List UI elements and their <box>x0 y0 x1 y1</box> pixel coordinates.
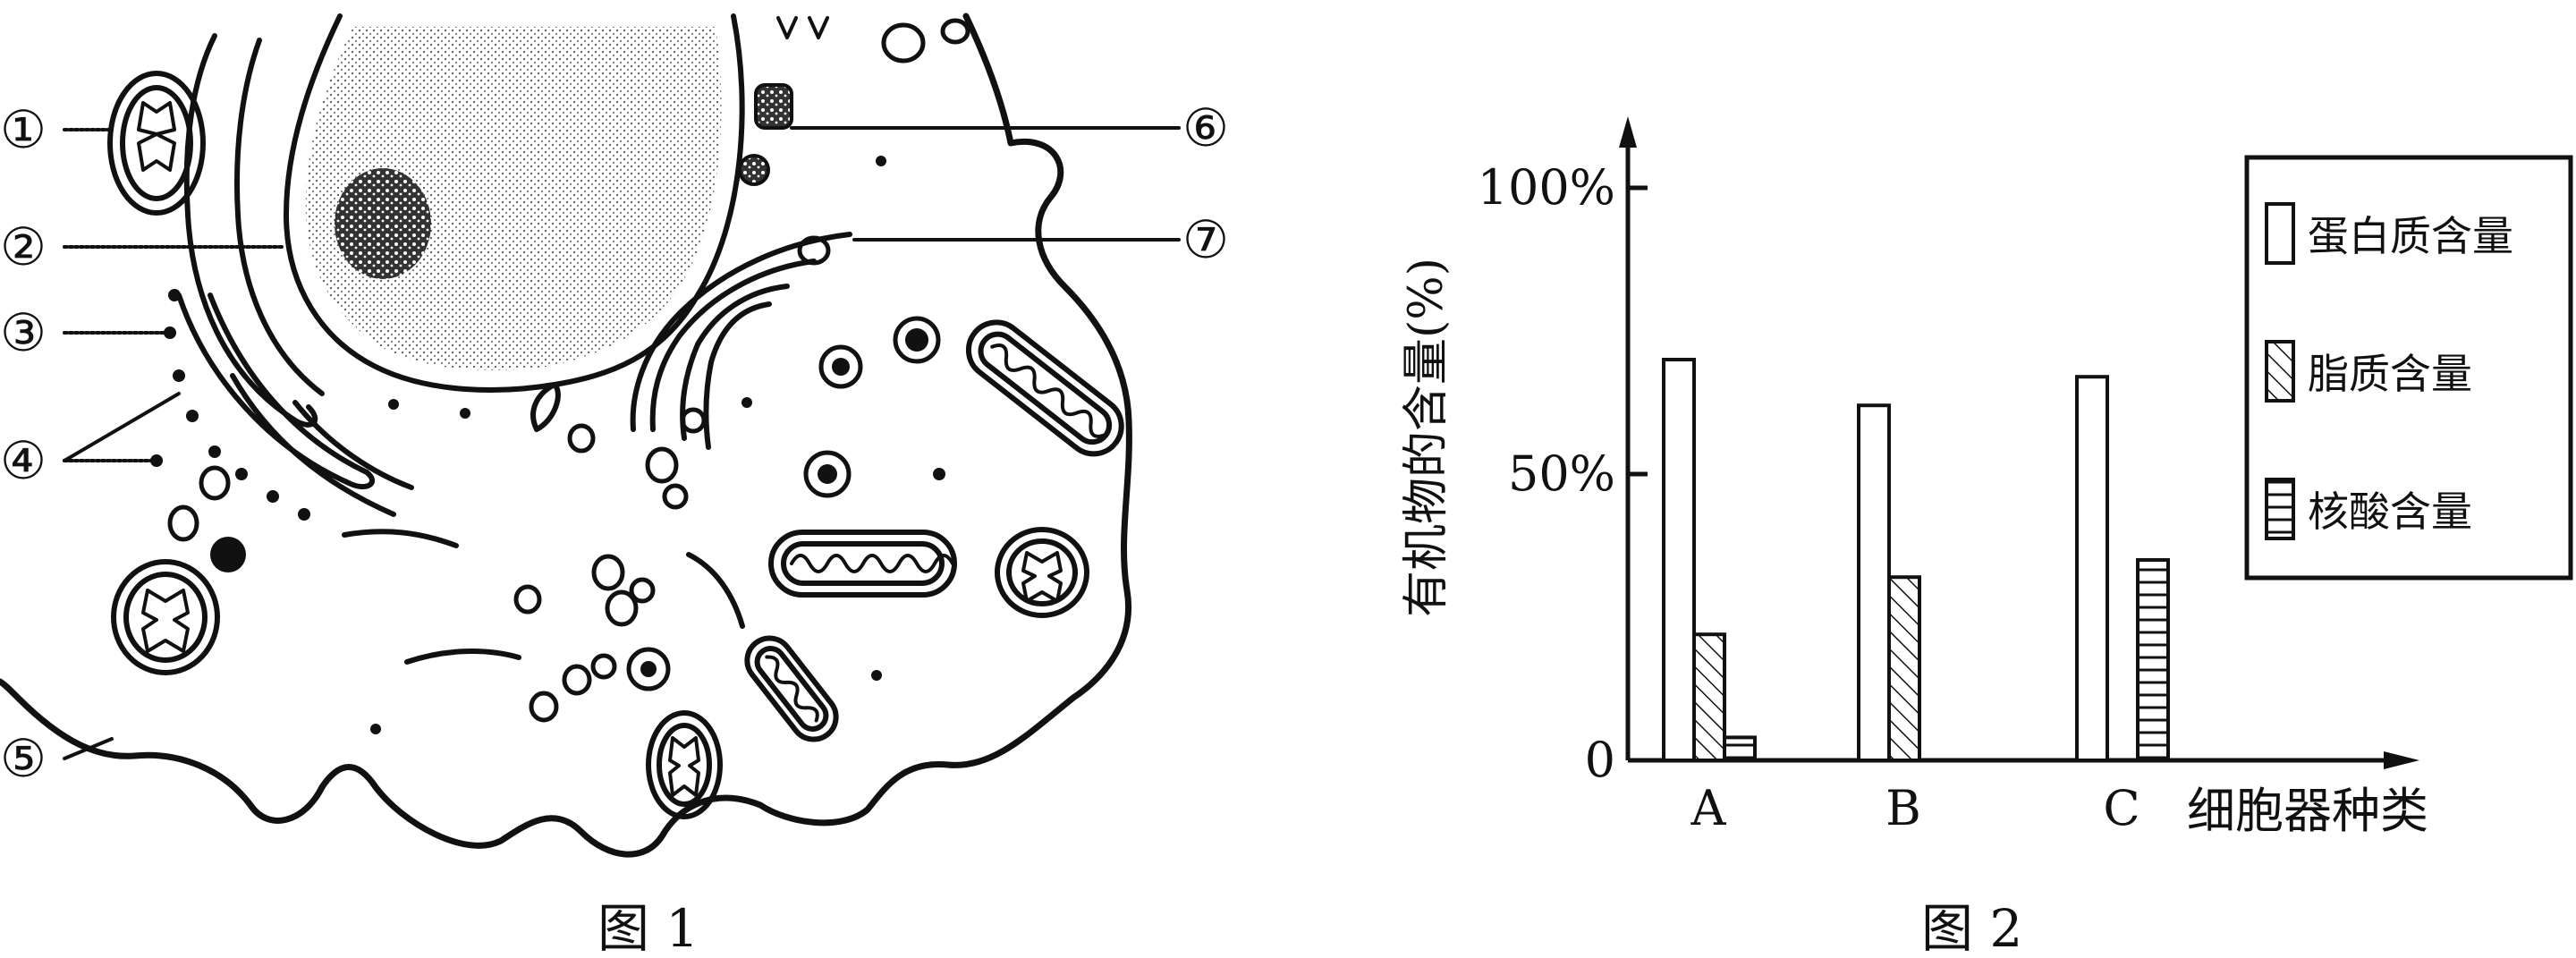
rough-er-3 <box>176 292 375 490</box>
legend-label: 脂质含量 <box>2308 350 2472 398</box>
golgi-1 <box>630 232 852 432</box>
nuclear-envelope-inner <box>284 13 557 393</box>
marker-5: ⑤ <box>0 728 47 789</box>
legend-label: 核酸含量 <box>2308 487 2472 536</box>
x-axis-title: 细胞器种类 <box>2187 783 2428 839</box>
leader-lines <box>63 128 286 462</box>
y-tick-label: 50% <box>1508 445 1615 502</box>
category-label: A <box>1690 780 1727 836</box>
legend-swatch-horizontal <box>2265 478 2295 540</box>
vesicles <box>167 18 970 723</box>
figure1-markers: ① ② ③ ④ ⑤ ⑥ ⑦ <box>0 97 1229 789</box>
legend-box <box>2244 155 2573 581</box>
bar-C-horizontal <box>2136 558 2170 762</box>
bar-B-plain <box>1857 403 1891 762</box>
marker-3: ③ <box>0 302 47 363</box>
figure2-caption: 图 2 <box>1921 898 2022 958</box>
nucleolus <box>335 168 431 279</box>
y-axis-arrow <box>1619 116 1637 148</box>
smooth-er-2 <box>404 649 521 665</box>
bar-B-diagonal <box>1887 575 1921 763</box>
marker-4: ④ <box>0 430 47 491</box>
golgi-2 <box>649 259 817 432</box>
category-labels: A B C <box>1690 780 2140 836</box>
x-axis-arrow <box>2384 751 2419 769</box>
cell-diagram <box>0 13 1181 858</box>
golgi-3 <box>680 284 790 441</box>
marker-2: ② <box>0 216 47 277</box>
figure1-caption: 图 1 <box>597 898 699 958</box>
marker-6: ⑥ <box>1182 97 1229 158</box>
bar-A-horizontal <box>1723 735 1757 763</box>
rough-er-2 <box>234 38 325 396</box>
smooth-er-1 <box>342 529 459 548</box>
ribosomes <box>150 156 945 734</box>
mitochondria <box>107 71 1124 819</box>
leader-lines-right <box>63 126 1181 760</box>
bar-A-plain <box>1662 358 1696 762</box>
bar-chart: 0 50% 100% A B C 有机物的含量(%) 细胞器种类 蛋白质含量脂质含量核酸… <box>1400 116 2573 839</box>
y-tick-label: 100% <box>1478 159 1615 216</box>
y-axis-title: 有机物的含量(%) <box>1400 258 1453 617</box>
marker-7: ⑦ <box>1182 209 1229 270</box>
lysosomes <box>210 316 941 691</box>
category-label: B <box>1885 780 1921 836</box>
legend-swatch-plain <box>2265 202 2295 265</box>
nucleoplasm <box>305 27 722 370</box>
bar-C-plain <box>2075 375 2109 762</box>
legend-swatch-diagonal <box>2265 340 2295 403</box>
nuclear-envelope-outer <box>530 13 745 432</box>
nuclear-envelope-cap <box>534 382 561 432</box>
legend-label: 蛋白质含量 <box>2308 212 2513 260</box>
centrioles <box>738 16 829 186</box>
marker-1: ① <box>0 99 47 160</box>
y-ticks: 0 50% 100% <box>1478 159 1648 788</box>
bar-A-diagonal <box>1692 632 1726 763</box>
smooth-er-3 <box>686 552 745 629</box>
golgi-4 <box>703 301 772 450</box>
category-label: C <box>2103 780 2140 836</box>
bars <box>1662 358 2170 763</box>
y-tick-label: 0 <box>1585 732 1615 788</box>
cell-membrane <box>0 13 1132 858</box>
rough-er-4 <box>230 373 396 517</box>
rough-er-5 <box>292 400 414 490</box>
